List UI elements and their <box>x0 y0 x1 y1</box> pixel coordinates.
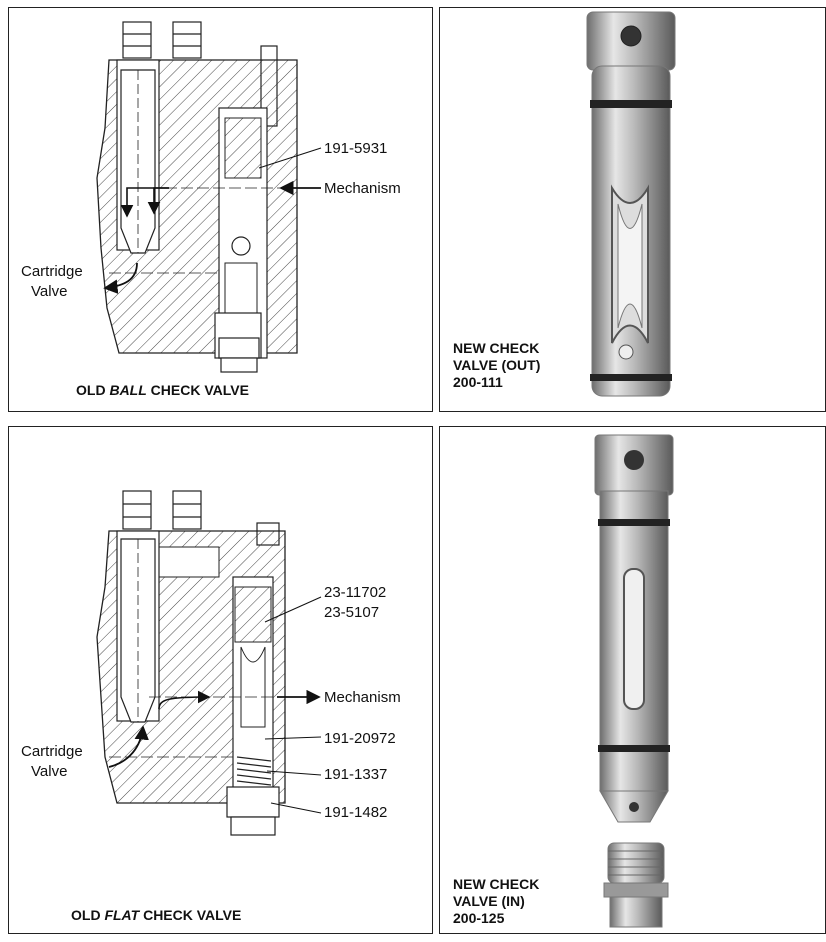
new-check-valve-out-panel: NEW CHECK VALVE (OUT) 200-111 <box>439 7 826 412</box>
part-191-5931-label: 191-5931 <box>324 140 387 157</box>
valve-label: Valve <box>31 763 67 780</box>
flat-check-valve-diagram: 23-11702 23-5107 Mechanism 191-20972 191… <box>21 490 401 836</box>
valve-label: Valve <box>31 283 67 300</box>
ball-emphasis: BALL <box>109 382 147 398</box>
new-check-valve-in-panel: NEW CHECK VALVE (IN) 200-125 <box>439 426 826 934</box>
old-flat-check-valve-panel: 23-11702 23-5107 Mechanism 191-20972 191… <box>8 426 433 934</box>
part-191-1337-label: 191-1337 <box>324 766 387 783</box>
new-check-valve-in-caption: NEW CHECK VALVE (IN) 200-125 <box>453 876 540 926</box>
plug-fitting <box>603 842 669 928</box>
ball-check-valve-diagram: 191-5931 Mechanism Cartridge Valve <box>21 21 401 373</box>
part-191-1482-label: 191-1482 <box>324 804 387 821</box>
flat-emphasis: FLAT <box>104 907 140 923</box>
mechanism-label: Mechanism <box>324 689 401 706</box>
check-valve-in-photo <box>594 434 674 928</box>
old-flat-caption: OLD FLAT CHECK VALVE <box>71 907 242 923</box>
cartridge-label: Cartridge <box>21 743 83 760</box>
part-23-5107-label: 23-5107 <box>324 604 379 621</box>
part-191-20972-label: 191-20972 <box>324 730 396 747</box>
check-valve-out-photo <box>586 11 676 397</box>
part-number-200-111: 200-111 <box>453 374 503 390</box>
spring <box>236 756 272 786</box>
mechanism-label: Mechanism <box>324 180 401 197</box>
old-ball-check-valve-panel: 191-5931 Mechanism Cartridge Valve OLD B… <box>8 7 433 412</box>
old-ball-caption: OLD BALL CHECK VALVE <box>76 382 249 398</box>
part-number-200-125: 200-125 <box>453 910 505 926</box>
cartridge-label: Cartridge <box>21 263 83 280</box>
part-23-11702-label: 23-11702 <box>324 584 386 601</box>
new-check-valve-out-caption: NEW CHECK VALVE (OUT) 200-111 <box>453 340 541 390</box>
